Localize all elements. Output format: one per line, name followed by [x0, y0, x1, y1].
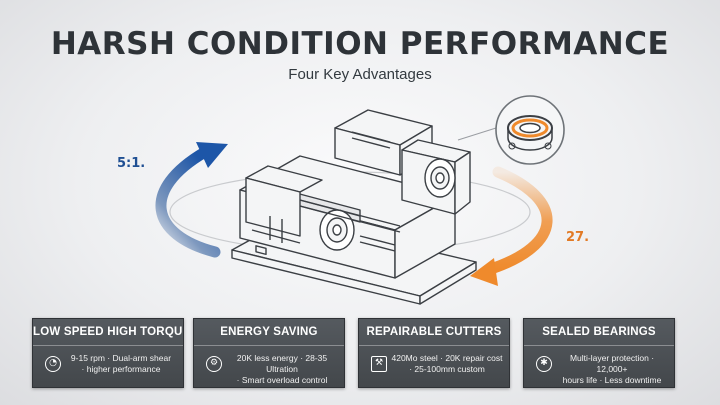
card-line-2: · higher performance [81, 364, 161, 374]
card-line-1: 420Mo steel · 20K repair cost [391, 353, 503, 363]
card-repairable-cutters: REPAIRABLE CUTTERS ⚒ 420Mo steel · 20K r… [358, 318, 510, 388]
card-description: 20K less energy · 28-35 Ultration · Smar… [226, 353, 338, 386]
page-title: HARSH CONDITION PERFORMANCE [50, 26, 670, 62]
card-title: SEALED BEARINGS [524, 319, 674, 346]
card-line-2: · 25-100mm custom [409, 364, 485, 374]
card-low-speed-high-torque: LOW SPEED HIGH TORQUE ◔ 9-15 rpm · Dual-… [32, 318, 184, 388]
shredder-machine [231, 109, 477, 305]
card-description: Multi-layer protection · 12,000+ hours l… [556, 353, 668, 386]
bearing-icon: ✱ [536, 356, 552, 372]
orange-arrow-icon [470, 166, 553, 286]
page-subtitle: Four Key Advantages [288, 66, 432, 83]
card-title: LOW SPEED HIGH TORQUE [33, 319, 183, 346]
card-description: 420Mo steel · 20K repair cost · 25-100mm… [391, 353, 503, 375]
blue-arrow-icon [155, 142, 228, 258]
card-line-2: · Smart overload control [236, 375, 328, 385]
wrench-icon: ⚒ [371, 356, 387, 372]
card-energy-saving: ENERGY SAVING ⚙ 20K less energy · 28-35 … [193, 318, 345, 388]
card-title: REPAIRABLE CUTTERS [359, 319, 509, 346]
gauge-icon: ◔ [45, 356, 61, 372]
card-line-1: 9-15 rpm · Dual-arm shear [70, 353, 172, 363]
card-title: ENERGY SAVING [194, 319, 344, 346]
callout-left-value: 5:1. [117, 156, 146, 171]
card-line-1: Multi-layer protection · 12,000+ [569, 353, 655, 374]
card-line-2: hours life · Less downtime [562, 375, 662, 385]
gears-icon: ⚙ [206, 356, 222, 372]
card-sealed-bearings: SEALED BEARINGS ✱ Multi-layer protection… [523, 318, 675, 388]
card-line-1: 20K less energy · 28-35 Ultration [236, 353, 328, 374]
bearing-inset-icon [457, 95, 565, 165]
card-description: 9-15 rpm · Dual-arm shear · higher perfo… [65, 353, 177, 375]
callout-right-value: 27. [566, 230, 590, 245]
